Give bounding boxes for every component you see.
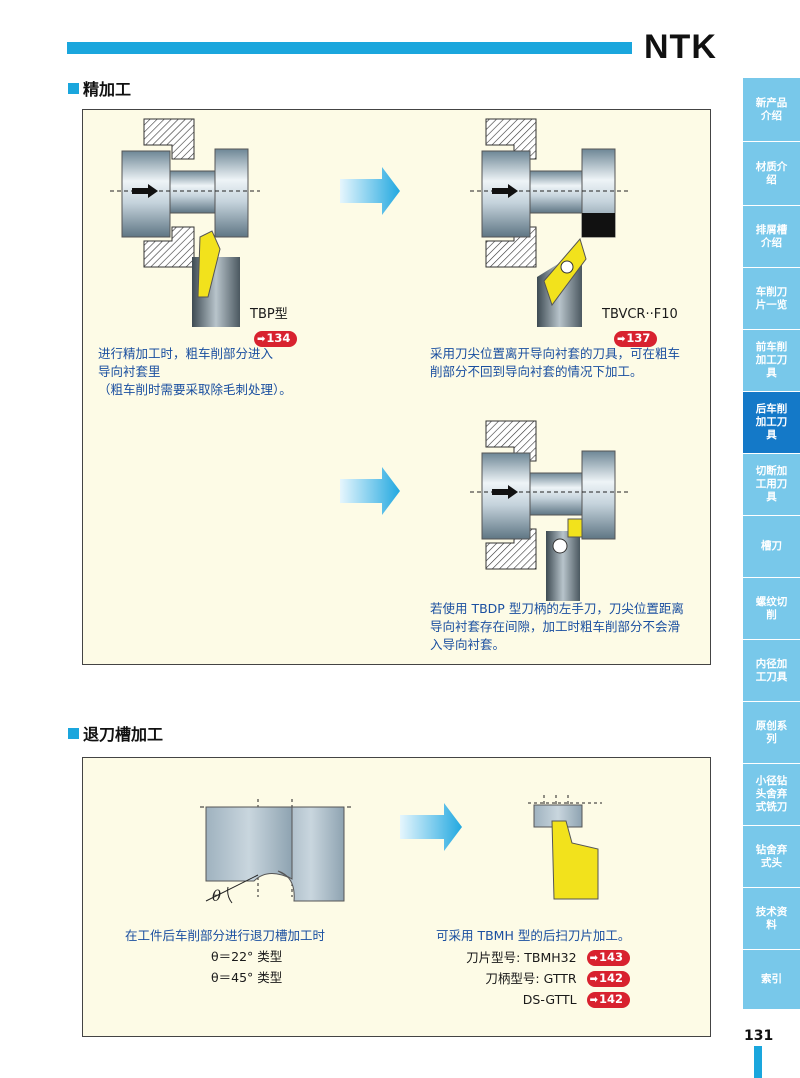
arrow-right-icon: ➡ [589, 952, 598, 964]
tbp-page-ref[interactable]: ➡134 [254, 327, 298, 347]
tbp-description: 进行精加工时，粗车削部分进入 导向衬套里 （粗车削时需要采取除毛刺处理）。 [98, 346, 292, 397]
tbvcr-diagram [470, 118, 628, 327]
sidebar-item-8[interactable]: 螺纹切削 [743, 578, 800, 640]
page-number-bar [754, 1046, 762, 1078]
undercut-diagrams: θ [200, 795, 602, 905]
brand-logo: NTK [644, 28, 717, 66]
undercut-model-list: 刀片型号: TBMH32 ➡143 刀柄型号: GTTR ➡142 DS-GTT… [430, 947, 630, 1010]
square-bullet-icon [68, 727, 79, 739]
undercut-right-description: 可采用 TBMH 型的后扫刀片加工。 [436, 928, 631, 943]
list-item: 刀片型号: TBMH32 ➡143 [430, 947, 630, 968]
tbvcr-type-label: TBVCR··F10 [602, 307, 678, 322]
sidebar-item-11[interactable]: 小径钻头舍弃式铣刀 [743, 764, 800, 826]
arrow-right-icon: ➡ [589, 994, 598, 1006]
tbvcr-description: 采用刀尖位置离开导向衬套的刀具，可在粗车 削部分不回到导向衬套的情况下加工。 [430, 346, 681, 379]
sidebar-item-10[interactable]: 原创系列 [743, 702, 800, 764]
sidebar-item-5[interactable]: 后车削加工刀具 [743, 392, 800, 454]
sidebar-item-7[interactable]: 槽刀 [743, 516, 800, 578]
process-arrow-icon [340, 467, 400, 515]
tbvcr-page-ref[interactable]: ➡137 [614, 327, 658, 347]
theta-symbol: θ [212, 887, 221, 905]
tbdp-description: 若使用 TBDP 型刀柄的左手刀，刀尖位置距离 导向衬套存在间隙，加工时粗车削部… [430, 601, 684, 652]
undercut-left-description: 在工件后车削部分进行退刀槽加工时 θ＝22° 类型 θ＝45° 类型 [125, 928, 326, 985]
page-ref-badge[interactable]: ➡142 [586, 970, 630, 987]
sidebar-item-14[interactable]: 索引 [743, 950, 800, 1010]
page-number: 131 [744, 1028, 774, 1044]
arrow-right-icon: ➡ [617, 334, 626, 345]
arrow-right-icon: ➡ [589, 973, 598, 985]
header-bar [67, 42, 632, 54]
sidebar-index: 新产品介绍材质介绍排屑槽介绍车削刀片一览前车削加工刀具后车削加工刀具切断加工用刀… [743, 78, 800, 1010]
undercut-left-diagram [200, 799, 352, 904]
sidebar-item-1[interactable]: 材质介绍 [743, 142, 800, 206]
sidebar-item-6[interactable]: 切断加工用刀具 [743, 454, 800, 516]
sidebar-item-13[interactable]: 技术资料 [743, 888, 800, 950]
finishing-diagrams [110, 118, 628, 601]
sidebar-item-0[interactable]: 新产品介绍 [743, 78, 800, 142]
sidebar-item-4[interactable]: 前车削加工刀具 [743, 330, 800, 392]
list-item: DS-GTTL ➡142 [430, 989, 630, 1010]
page-ref-badge[interactable]: ➡143 [586, 949, 630, 966]
process-arrow-icon [340, 167, 400, 215]
tbdp-diagram [470, 420, 628, 601]
sidebar-item-3[interactable]: 车削刀片一览 [743, 268, 800, 330]
process-arrow-icon [400, 803, 462, 851]
undercut-right-diagram [528, 795, 602, 900]
tbp-diagram [110, 118, 260, 327]
section-title-undercut: 退刀槽加工 [68, 721, 163, 745]
arrow-right-icon: ➡ [257, 334, 266, 345]
undercut-panel [82, 757, 711, 1037]
square-bullet-icon [68, 82, 79, 94]
section-title-finishing: 精加工 [68, 76, 131, 100]
tbp-type-label: TBP型 [250, 307, 288, 322]
page-ref-badge[interactable]: ➡142 [586, 991, 630, 1008]
sidebar-item-12[interactable]: 钻舍弃式头 [743, 826, 800, 888]
list-item: 刀柄型号: GTTR ➡142 [430, 968, 630, 989]
sidebar-item-9[interactable]: 内径加工刀具 [743, 640, 800, 702]
sidebar-item-2[interactable]: 排屑槽介绍 [743, 206, 800, 268]
